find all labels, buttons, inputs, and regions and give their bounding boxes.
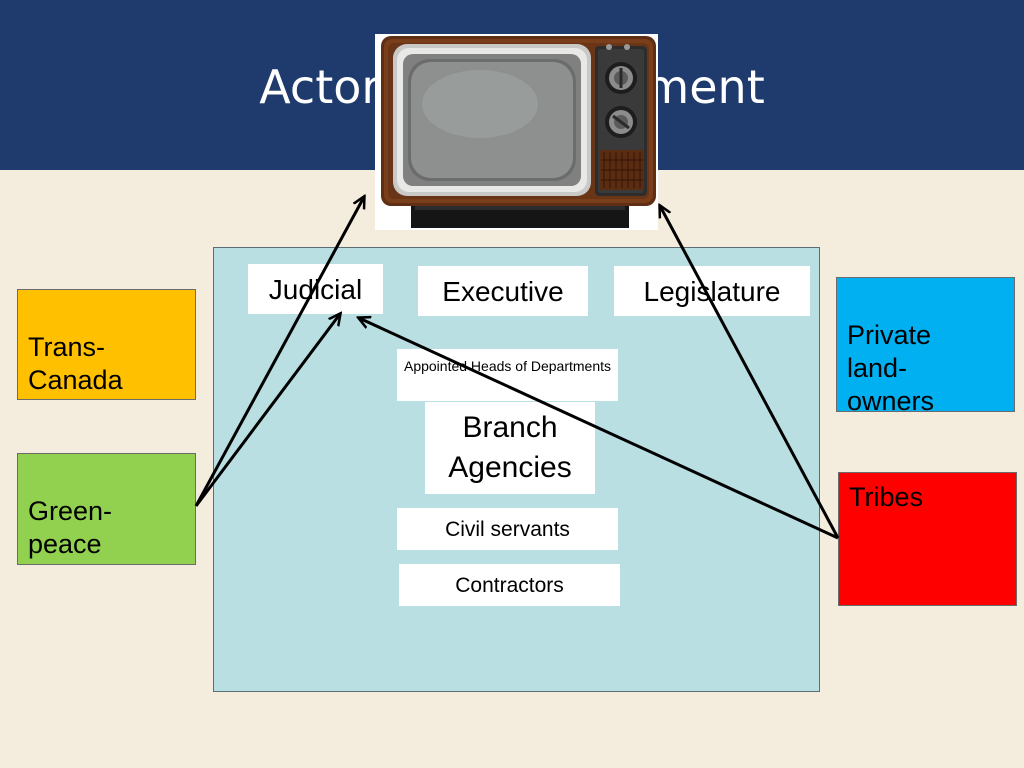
greenpeace-to-tv-arrow <box>194 197 364 507</box>
tribes-box: Tribes <box>838 472 1017 606</box>
television-icon <box>381 36 656 228</box>
greenpeace-label: Green- peace <box>28 495 113 559</box>
transcanada-box: Trans- Canada <box>17 289 196 400</box>
landowners-box: Private land- owners <box>836 277 1015 416</box>
branch-agencies-label: Branch Agencies <box>448 411 572 484</box>
landowners-label: Private land- owners <box>847 319 935 416</box>
television-image <box>375 34 658 230</box>
greenpeace-to-judicial-arrow <box>194 314 340 507</box>
judicial-box: Judicial <box>248 264 383 314</box>
tribes-to-judicial-arrow <box>359 318 839 540</box>
greenpeace-box: Green- peace <box>17 453 196 565</box>
civil-servants-box: Civil servants <box>397 508 618 550</box>
tribes-label: Tribes <box>849 482 924 512</box>
legislature-box: Legislature <box>614 266 810 316</box>
contractors-box: Contractors <box>399 564 620 606</box>
tribes-to-tv-arrow <box>660 206 840 539</box>
branch-agencies-box: Branch Agencies <box>425 402 595 494</box>
transcanada-label: Trans- Canada <box>28 331 123 395</box>
executive-box: Executive <box>418 266 588 316</box>
